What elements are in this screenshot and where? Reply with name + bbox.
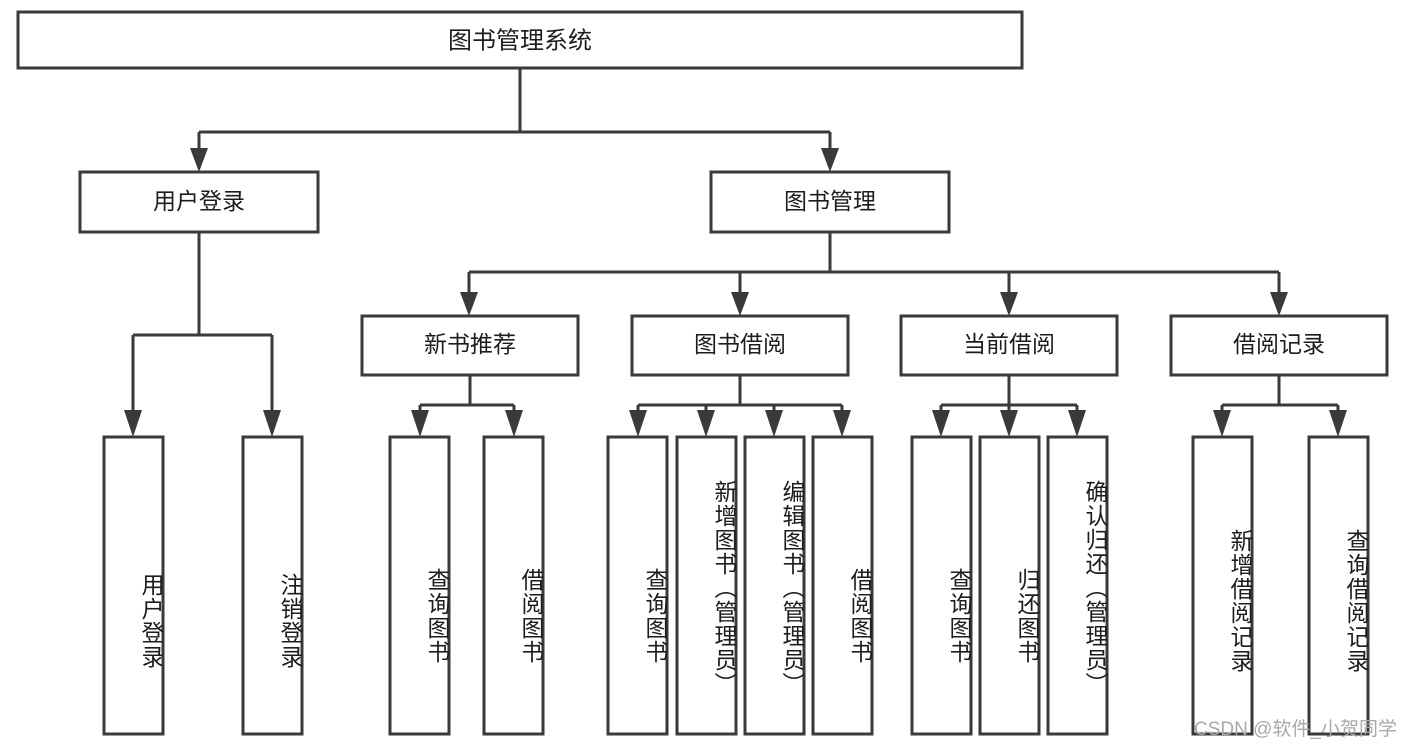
arrow-to-leaf-bb-2 — [697, 410, 715, 437]
node-book-manage[interactable]: 图书管理 — [709, 170, 951, 234]
arrow-to-leaf-logout — [263, 410, 281, 437]
leaf-box-bb-edit-book[interactable] — [743, 435, 806, 736]
leaf-box-br-add-record[interactable] — [1191, 435, 1254, 736]
leaf-box-user-login[interactable] — [102, 435, 165, 736]
watermark: CSDN @软件_小贺同学 — [1194, 719, 1397, 740]
arrow-to-leaf-cb-3 — [1068, 410, 1086, 437]
book-borrow-box[interactable] — [630, 314, 850, 377]
arrow-to-leaf-user-login — [124, 410, 142, 437]
leaf-box-bb-borrow-book[interactable] — [811, 435, 874, 736]
arrow-to-book-borrow — [731, 292, 749, 316]
arrow-to-leaf-bb-1 — [629, 410, 647, 437]
root-label: 图书管理系统 — [448, 27, 592, 54]
arrow-to-leaf-nbr-1 — [411, 410, 429, 437]
arrow-to-leaf-cb-2 — [1000, 410, 1018, 437]
arrow-to-leaf-cb-1 — [932, 410, 950, 437]
node-current-borrow[interactable]: 当前借阅 — [899, 314, 1119, 377]
leaf-box-cb-query-book[interactable] — [910, 435, 973, 736]
arrow-to-leaf-nbr-2 — [505, 410, 523, 437]
leaf-box-bb-add-book[interactable] — [675, 435, 738, 736]
arrow-to-leaf-bb-3 — [765, 410, 783, 437]
current-borrow-label: 当前借阅 — [963, 331, 1055, 357]
arrow-to-new-book-recommend — [460, 292, 478, 316]
node-book-borrow[interactable]: 图书借阅 — [630, 314, 850, 377]
book-manage-box[interactable] — [709, 170, 951, 234]
user-login-label: 用户登录 — [153, 188, 245, 214]
arrow-to-user-login — [190, 148, 208, 172]
leaf-box-br-query-record[interactable] — [1307, 435, 1370, 736]
connector-user-login-to-leaves — [124, 232, 281, 437]
node-new-book-recommend[interactable]: 新书推荐 — [360, 314, 580, 377]
leaf-box-nbr-query-book[interactable] — [388, 435, 451, 736]
connector-borrow-record-to-leaves — [1213, 375, 1347, 437]
root-box[interactable] — [16, 10, 1024, 70]
leaf-box-bb-query-book[interactable] — [606, 435, 669, 736]
node-user-login[interactable]: 用户登录 — [78, 170, 320, 234]
leaf-box-cb-return-book[interactable] — [978, 435, 1041, 736]
book-borrow-label: 图书借阅 — [694, 331, 786, 357]
node-borrow-record[interactable]: 借阅记录 — [1169, 314, 1389, 377]
arrow-to-leaf-bb-4 — [833, 410, 851, 437]
node-root[interactable]: 图书管理系统 — [16, 10, 1024, 70]
arrow-to-current-borrow — [1000, 292, 1018, 316]
connector-new-book-recommend-to-leaves — [411, 375, 523, 437]
book-manage-label: 图书管理 — [784, 188, 876, 214]
arrow-to-book-manage — [821, 148, 839, 172]
connector-book-borrow-to-leaves — [629, 375, 851, 437]
arrow-to-leaf-br-2 — [1329, 410, 1347, 437]
new-book-recommend-label: 新书推荐 — [424, 331, 516, 357]
new-book-recommend-box[interactable] — [360, 314, 580, 377]
leaf-box-nbr-borrow-book[interactable] — [482, 435, 545, 736]
connector-current-borrow-to-leaves — [932, 375, 1086, 437]
leaf-box-cb-confirm-return[interactable] — [1046, 435, 1109, 736]
arrow-to-leaf-br-1 — [1213, 410, 1231, 437]
current-borrow-box[interactable] — [899, 314, 1119, 377]
borrow-record-label: 借阅记录 — [1233, 331, 1325, 357]
leaf-box-logout[interactable] — [241, 435, 304, 736]
connector-book-manage-to-level3 — [460, 232, 1288, 316]
arrow-to-borrow-record — [1270, 292, 1288, 316]
connector-root-to-level2 — [190, 68, 839, 172]
borrow-record-box[interactable] — [1169, 314, 1389, 377]
